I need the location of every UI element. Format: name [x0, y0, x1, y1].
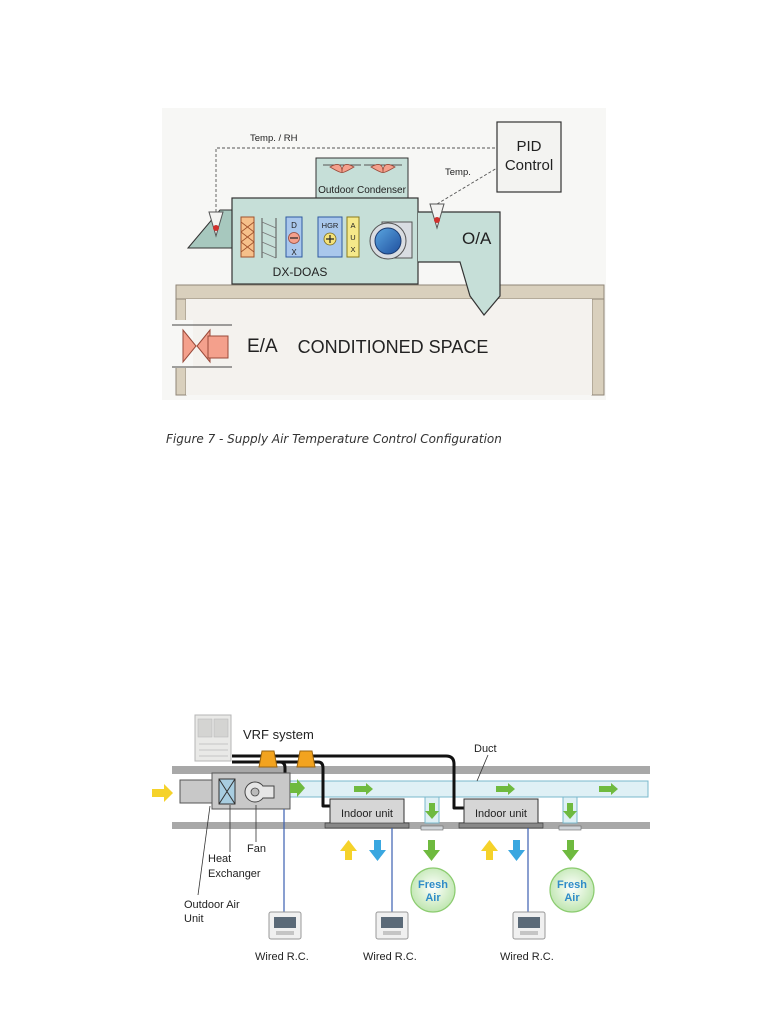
fan-label: Fan [247, 843, 266, 855]
filter-icon [240, 216, 255, 258]
duct-label: Duct [474, 743, 497, 755]
fan-icon [244, 781, 275, 803]
vrf-outdoor-unit [194, 714, 232, 762]
dx-letter-d: D [291, 221, 297, 230]
outdoor-air-unit-leader [197, 805, 211, 896]
cool-air-arrow-1 [369, 840, 386, 861]
exhaust-air-label: E/A [247, 336, 278, 357]
condenser-fan-left [323, 164, 361, 173]
cool-air-arrow-2 [508, 840, 525, 861]
main-duct [289, 780, 649, 798]
wired-rc-label: Wired R.C. [255, 951, 309, 963]
temp-rh-signal-line [215, 147, 497, 212]
dx-doas-label: DX-DOAS [273, 265, 328, 279]
wired-rc-label: Wired R.C. [500, 951, 554, 963]
aux-letter-a: A [350, 221, 355, 230]
indoor-unit-1: Indoor unit [324, 798, 410, 829]
conditioned-space-label: CONDITIONED SPACE [298, 337, 489, 357]
figure-7-doas: CONDITIONED SPACE E/A Outdoor Condenser [162, 108, 606, 446]
thermometer-icon [208, 211, 224, 238]
supply-duct [418, 211, 501, 316]
branch-kit-1 [258, 750, 278, 768]
indoor-unit-label: Indoor unit [341, 808, 393, 820]
wired-remote-controller-2 [375, 911, 409, 940]
aux-letter-x: X [350, 245, 355, 254]
diffuser-1 [420, 825, 444, 831]
temp-signal-line [436, 167, 498, 205]
fresh-air-text-line2: Air [564, 892, 580, 904]
indoor-unit-2: Indoor unit [458, 798, 544, 829]
heat-wheel-icon [261, 218, 277, 259]
temp-rh-label: Temp. / RH [250, 133, 298, 144]
fresh-air-bubble-2: Fresh Air [549, 867, 595, 913]
aux-heater: A U X [346, 216, 360, 258]
temp-label: Temp. [445, 167, 471, 178]
blower-icon [369, 221, 413, 260]
heat-exchanger-label-line2: Exchanger [208, 868, 261, 880]
wired-remote-controller-1 [268, 911, 302, 940]
aux-letter-u: U [350, 233, 355, 242]
outdoor-air-unit [179, 772, 291, 810]
diffuser-2 [558, 825, 582, 831]
lower-slab [172, 822, 650, 829]
fresh-air-arrow-2 [562, 840, 579, 861]
control-wires [283, 809, 529, 912]
vrf-diagram: VRF system Duct Fan [152, 714, 650, 963]
outdoor-air-unit-label-line1: Outdoor Air [184, 899, 240, 911]
figure-7-caption: Figure 7 - Supply Air Temperature Contro… [166, 432, 502, 446]
fresh-air-text-line1: Fresh [418, 879, 448, 891]
wired-remote-controller-3 [512, 911, 546, 940]
outside-air-label: O/A [462, 229, 492, 248]
pid-label-line2: Control [505, 157, 553, 174]
incoming-air-arrow [152, 784, 173, 802]
fresh-air-text-line1: Fresh [557, 879, 587, 891]
pid-label-line1: PID [516, 138, 541, 155]
duct-flow-arrows [354, 783, 618, 819]
dx-coil: D X [285, 216, 303, 258]
outdoor-air-unit-label-line2: Unit [184, 913, 204, 925]
refrigerant-piping [232, 754, 464, 810]
outdoor-condenser: Outdoor Condenser [315, 157, 409, 199]
thermometer-icon [429, 203, 445, 230]
heat-exchanger-label-line1: Heat [208, 853, 231, 865]
fresh-air-text-line2: Air [425, 892, 441, 904]
indoor-unit-label: Indoor unit [475, 808, 527, 820]
pid-control-box [496, 121, 562, 193]
condenser-fan-right [364, 164, 402, 173]
fresh-air-arrow-1 [423, 840, 440, 861]
conditioned-space-area [186, 299, 592, 395]
dx-letter-x: X [291, 248, 297, 257]
duct-leader [476, 754, 489, 782]
return-air-arrow-1 [340, 840, 357, 860]
branch-kit-2 [296, 750, 316, 768]
supply-air-arrow [290, 779, 305, 797]
upper-slab [172, 766, 650, 774]
hgr-coil: HGR [317, 216, 343, 258]
exhaust-fan [171, 320, 232, 368]
return-air-arrow-2 [481, 840, 498, 860]
hgr-label: HGR [322, 221, 339, 230]
right-wall [591, 298, 605, 396]
wired-rc-label: Wired R.C. [363, 951, 417, 963]
fresh-air-bubble-1: Fresh Air [410, 867, 456, 913]
vrf-system-label: VRF system [243, 727, 314, 742]
outdoor-condenser-label: Outdoor Condenser [318, 185, 407, 196]
roof-slab [175, 284, 605, 300]
